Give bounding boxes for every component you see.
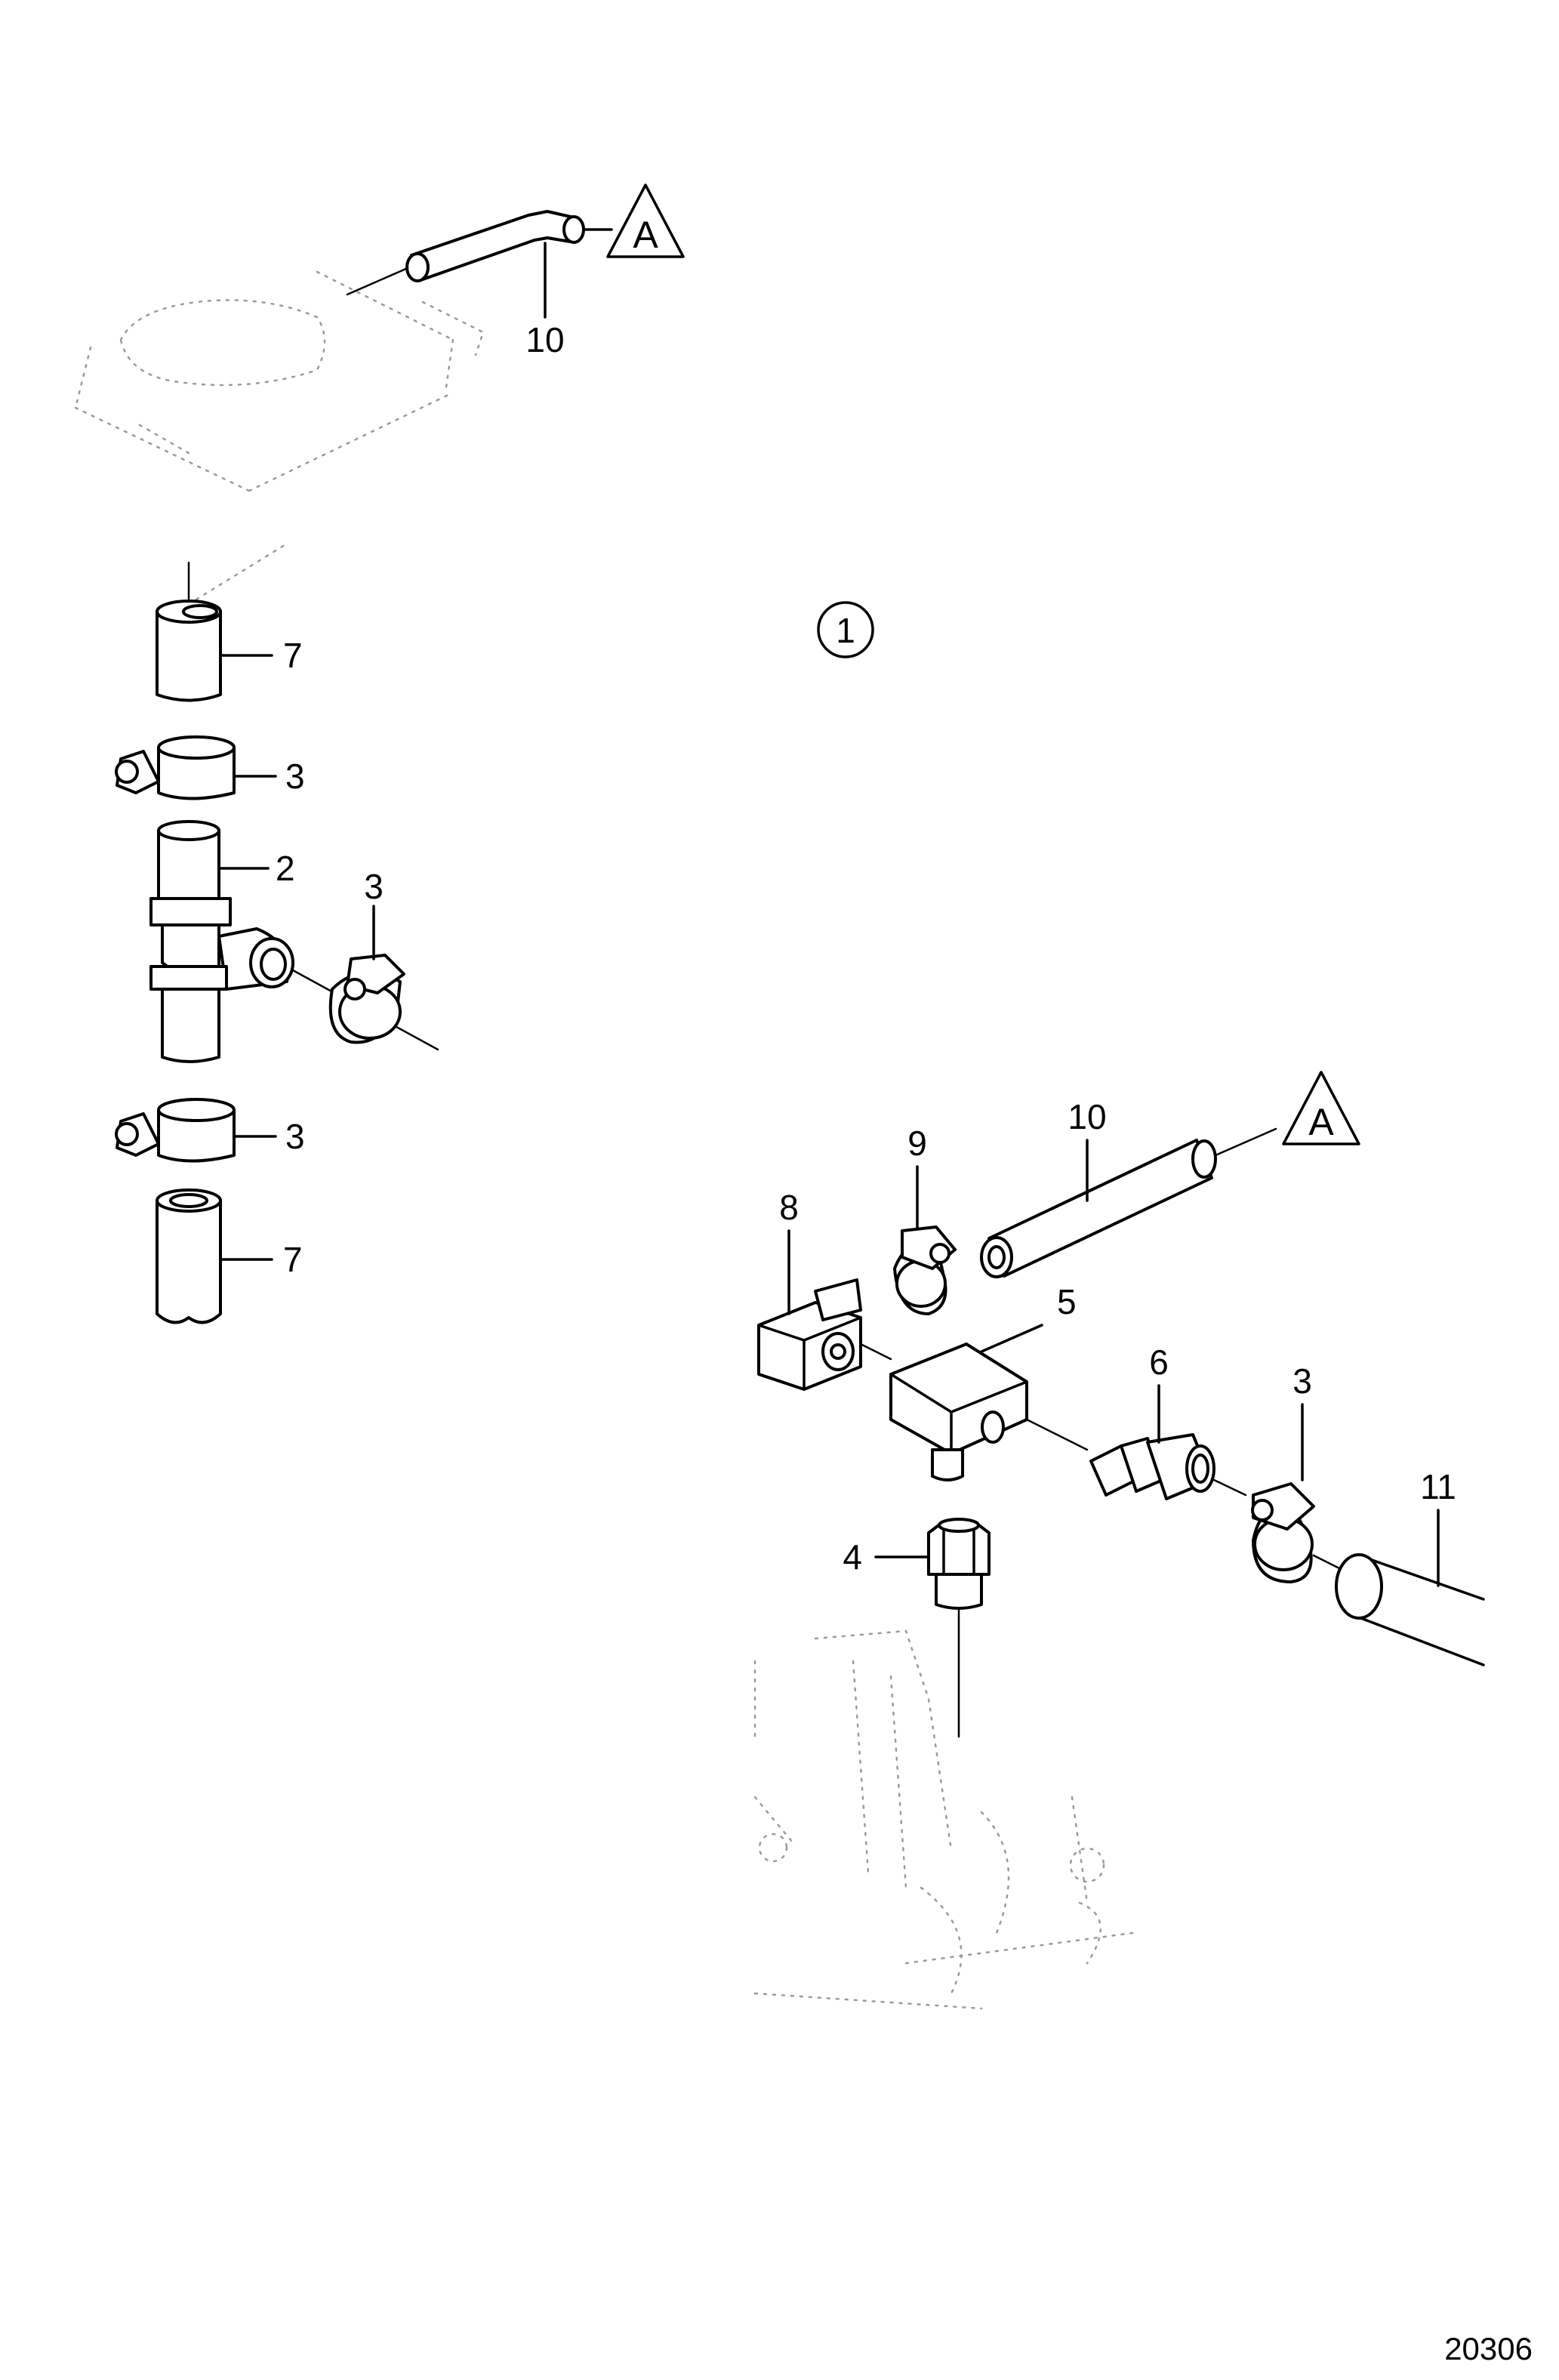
engine-ghost-outline <box>74 270 1134 2010</box>
callout-label: 10 <box>1068 1097 1106 1136</box>
callout-elbow-fitting: 8 <box>779 1188 799 1315</box>
callout-label: 2 <box>276 849 295 888</box>
callout-label: 3 <box>285 757 305 796</box>
callout-clamp-left-lower: 3 <box>233 1117 305 1156</box>
view-number-label: 1 <box>836 611 855 650</box>
axis-line-tee-block <box>1025 1418 1089 1451</box>
adapter <box>927 1518 991 1610</box>
callout-label: 3 <box>364 867 384 906</box>
callout-label: 4 <box>843 1537 862 1577</box>
axis-line-nipple <box>1212 1478 1247 1497</box>
ref-marker-label: A <box>1308 1101 1334 1143</box>
clamp-right-upper <box>893 1225 957 1315</box>
callout-tee-piece: 2 <box>217 849 295 888</box>
hose-top <box>346 210 585 296</box>
clamp-right-lower <box>1251 1482 1315 1583</box>
hose-lower-left <box>156 1188 222 1324</box>
clamp-tee-side <box>328 954 405 1044</box>
callout-clamp-tee-side: 3 <box>364 867 384 960</box>
callout-label: 7 <box>283 636 303 675</box>
callout-nipple: 6 <box>1149 1343 1169 1444</box>
callout-hose-large: 11 <box>1420 1467 1456 1587</box>
callout-label: 9 <box>907 1124 927 1163</box>
callout-label: 5 <box>1057 1282 1077 1321</box>
callout-hose-top: 10 <box>525 242 565 359</box>
callout-hose-upper-left: 7 <box>219 636 303 675</box>
ref-marker-label: A <box>633 214 658 256</box>
tee-block <box>889 1343 1028 1481</box>
hose-right <box>980 1127 1277 1278</box>
nipple <box>1089 1433 1215 1500</box>
clamp-left-upper <box>115 735 236 800</box>
callout-label: 6 <box>1149 1343 1169 1382</box>
callout-clamp-right-upper: 9 <box>907 1124 927 1229</box>
callout-label: 8 <box>779 1188 799 1227</box>
callout-label: 11 <box>1420 1467 1456 1506</box>
callout-label: 7 <box>283 1240 303 1279</box>
callout-clamp-right-lower: 3 <box>1292 1361 1312 1481</box>
callout-hose-right: 10 <box>1068 1097 1107 1202</box>
ref-marker-top: A <box>582 183 685 258</box>
callout-adapter: 4 <box>843 1537 930 1577</box>
clamp-left-lower <box>115 1098 236 1163</box>
callout-hose-lower-left: 7 <box>219 1240 303 1279</box>
callout-label: 3 <box>1292 1361 1312 1401</box>
callout-label: 3 <box>285 1117 305 1156</box>
callout-label: 10 <box>525 320 564 359</box>
drawing-number: 20306 <box>1444 2331 1533 2366</box>
callout-clamp-left-upper: 3 <box>233 757 305 796</box>
hose-large <box>1335 1553 1485 1666</box>
axis-line-elbow <box>859 1343 892 1361</box>
callout-tee-block: 5 <box>980 1282 1077 1353</box>
hose-upper-left <box>156 600 222 702</box>
view-number: 1 <box>817 601 874 658</box>
elbow-fitting <box>757 1278 862 1391</box>
tee-piece <box>149 820 294 1063</box>
ref-marker-right: A <box>1282 1071 1360 1145</box>
